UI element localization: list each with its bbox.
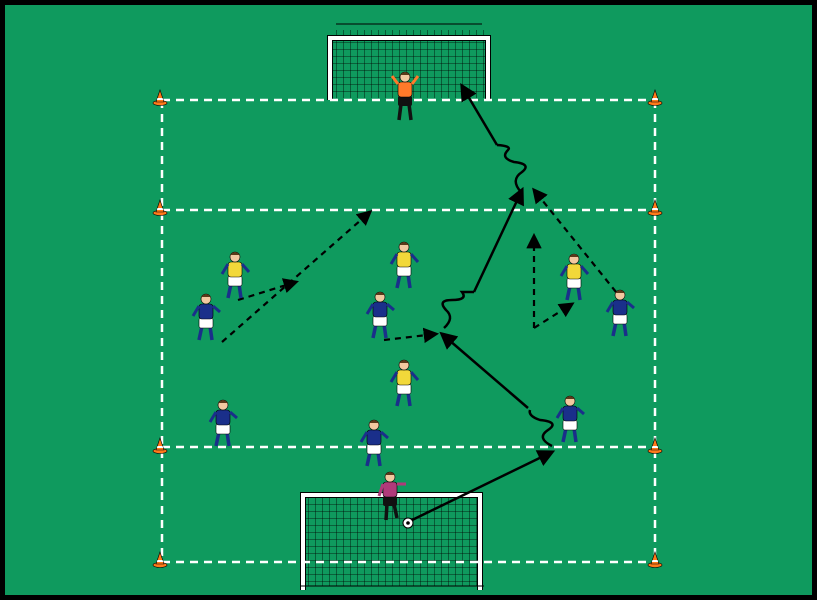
zone-lines bbox=[160, 98, 657, 564]
dribble-arrows bbox=[441, 143, 554, 448]
pass-arrows bbox=[221, 187, 617, 344]
goal-bottom bbox=[300, 492, 484, 590]
ball-icon bbox=[402, 517, 414, 529]
run-arrows bbox=[407, 82, 556, 524]
